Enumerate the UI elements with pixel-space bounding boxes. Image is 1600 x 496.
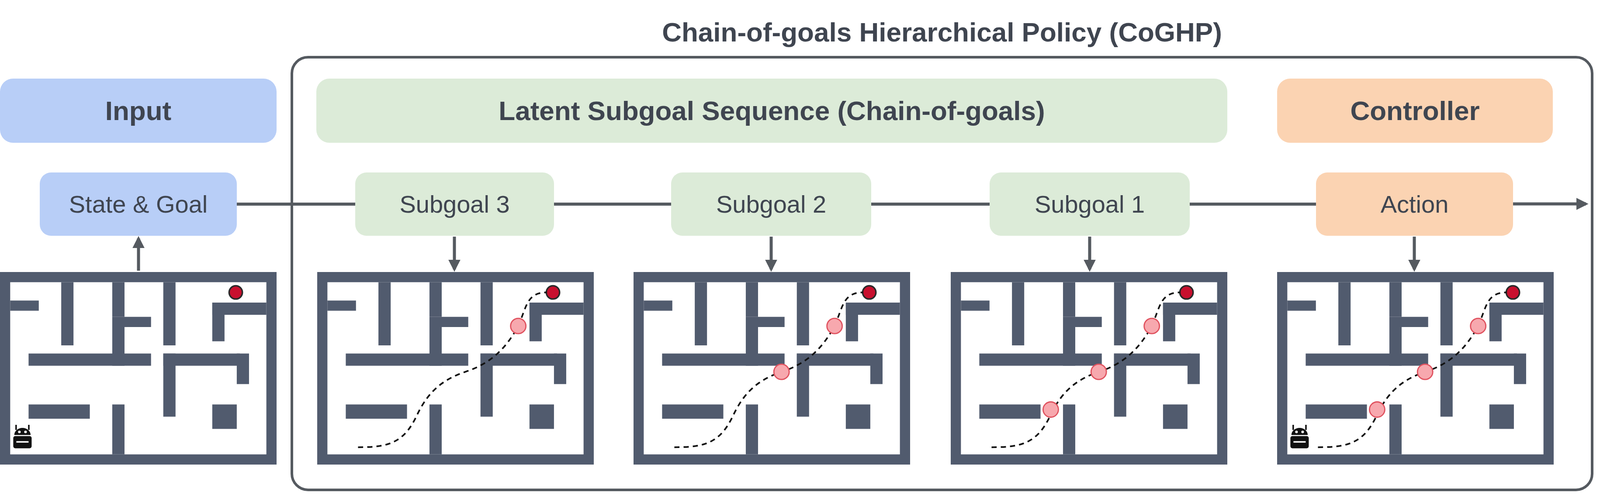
node-label: Input xyxy=(105,95,172,127)
connector xyxy=(1189,202,1317,206)
section-header: Input xyxy=(0,78,277,143)
node-label: State & Goal xyxy=(69,190,208,219)
node-label: Latent Subgoal Sequence (Chain-of-goals) xyxy=(498,95,1045,127)
subgoal-box: Subgoal 1 xyxy=(989,172,1190,236)
section-header: Controller xyxy=(1277,78,1553,143)
connector xyxy=(554,202,672,206)
action-box: Action xyxy=(1316,172,1514,236)
node-label: Subgoal 1 xyxy=(1034,190,1145,219)
section-header: Latent Subgoal Sequence (Chain-of-goals) xyxy=(316,78,1228,143)
connector xyxy=(871,202,990,206)
subgoal-box: Subgoal 3 xyxy=(355,172,555,236)
input-box: State & Goal xyxy=(39,172,237,236)
node-label: Subgoal 3 xyxy=(399,190,510,219)
node-label: Subgoal 2 xyxy=(716,190,827,219)
connector xyxy=(236,202,356,206)
policy-frame: Chain-of-goals Hierarchical Policy (CoGH… xyxy=(290,55,1594,492)
diagram-title: Chain-of-goals Hierarchical Policy (CoGH… xyxy=(656,16,1228,48)
node-label: Action xyxy=(1380,190,1449,219)
subgoal-box: Subgoal 2 xyxy=(671,172,872,236)
node-label: Controller xyxy=(1350,95,1480,127)
